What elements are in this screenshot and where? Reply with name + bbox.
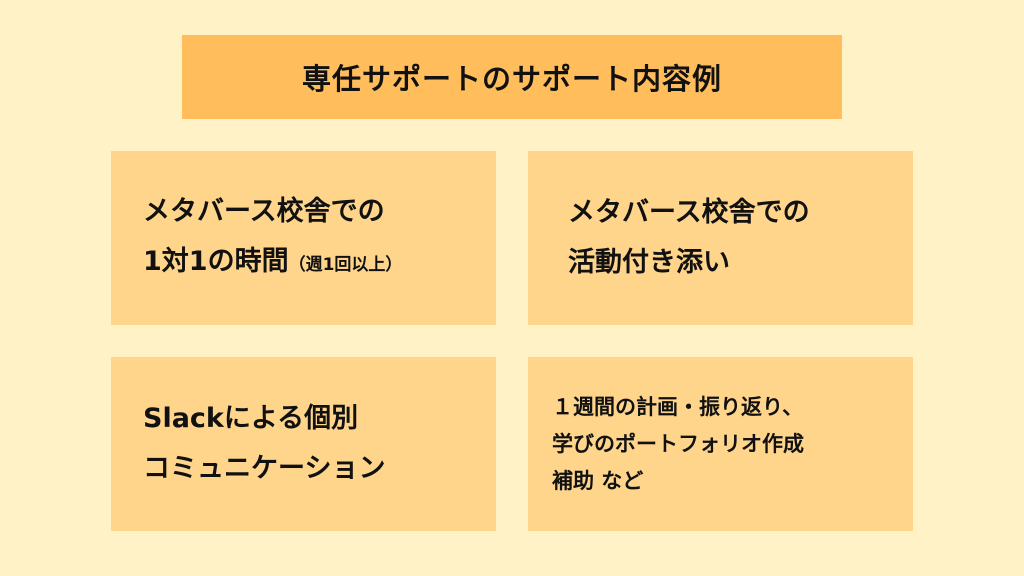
card-line: １週間の計画・振り返り、 <box>552 394 804 419</box>
card-line: 活動付き添い <box>568 247 730 278</box>
support-card-one-on-one: メタバース校舎での 1対1の時間（週1回以上） <box>111 151 496 325</box>
card-note: （週1回以上） <box>288 254 403 275</box>
card-line: 補助 など <box>552 468 644 493</box>
card-line-with-note: 1対1の時間（週1回以上） <box>143 237 496 290</box>
card-line: 1対1の時間 <box>143 245 289 277</box>
support-card-accompany: メタバース校舎での 活動付き添い <box>528 151 913 325</box>
card-line: メタバース校舎での <box>143 195 385 227</box>
card-line: メタバース校舎での <box>568 197 810 228</box>
card-line: コミュニケーション <box>143 453 386 484</box>
slide-title: 専任サポートのサポート内容例 <box>182 35 842 119</box>
support-card-slack: Slackによる個別 コミュニケーション <box>111 357 496 531</box>
card-line: 学びのポートフォリオ作成 <box>552 431 804 456</box>
card-line: Slackによる個別 <box>143 403 359 434</box>
support-card-planning: １週間の計画・振り返り、 学びのポートフォリオ作成 補助 など <box>528 357 913 531</box>
